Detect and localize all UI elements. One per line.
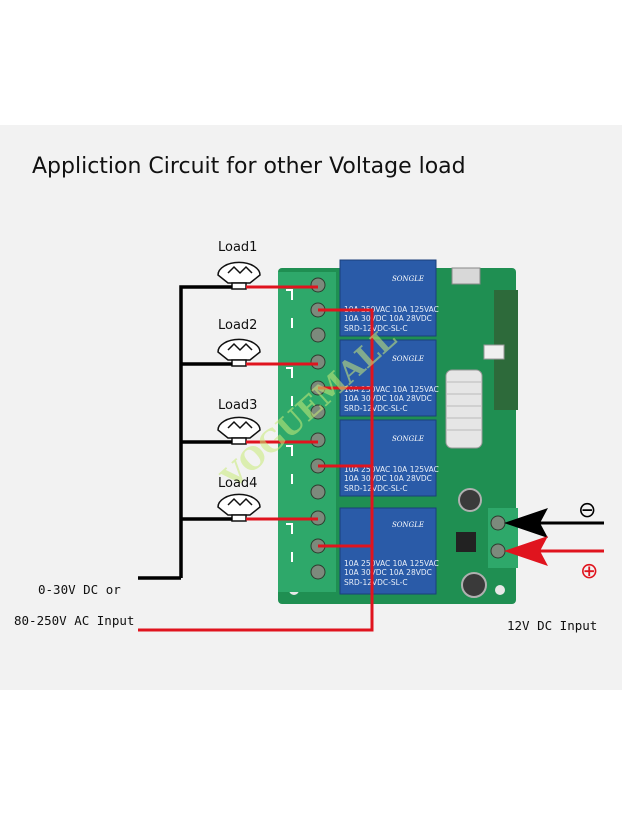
plus-symbol-icon: ⊕ (580, 559, 599, 584)
bulb-icon (217, 338, 261, 367)
relay-rating-ac-3: 10A 250VAC 10A 125VAC (344, 465, 439, 474)
connector (483, 344, 505, 360)
capacitor (458, 488, 482, 512)
load4-label: Load4 (218, 476, 258, 491)
black-wires (138, 285, 232, 580)
load3-label: Load3 (218, 398, 258, 413)
relay-rating-dc-3: 10A 30VDC 10A 28VDC (344, 474, 432, 483)
minus-arrow-icon (504, 508, 604, 538)
relay-brand-2: SONGLE (392, 355, 424, 363)
load2-label: Load2 (218, 318, 258, 333)
terminal-markings (286, 289, 293, 562)
diagram-title: Appliction Circuit for other Voltage loa… (32, 154, 466, 179)
antenna-coil (445, 369, 483, 449)
minus-symbol-icon: ⊖ (578, 498, 597, 523)
relay-model-3: SRD-12VDC-SL-C (344, 484, 408, 493)
red-wires (138, 285, 374, 632)
relay-model-4: SRD-12VDC-SL-C (344, 578, 408, 587)
mount-hole (495, 585, 505, 595)
relay-3 (339, 419, 437, 497)
power-screw-minus (490, 515, 506, 531)
relay-brand-3: SONGLE (392, 435, 424, 443)
relay-model-1: SRD-12VDC-SL-C (344, 324, 408, 333)
bulb-icon (217, 493, 261, 522)
power-screw-plus (490, 543, 506, 559)
terminal-block (278, 272, 336, 592)
capacitor (461, 572, 487, 598)
dc-input-label: 0-30V DC or (38, 582, 121, 597)
power-terminal (488, 508, 518, 568)
relay-2 (339, 339, 437, 417)
chip (456, 532, 476, 552)
relay-rating-ac-1: 10A 250VAC 10A 125VAC (344, 305, 439, 314)
relay-brand-1: SONGLE (392, 275, 424, 283)
power-input-label: 12V DC Input (507, 618, 598, 633)
relay-rating-dc-4: 10A 30VDC 10A 28VDC (344, 568, 432, 577)
push-button (451, 267, 481, 285)
bulb-icon (217, 261, 261, 290)
plus-arrow-icon (504, 536, 604, 566)
relay-brand-4: SONGLE (392, 521, 424, 529)
relay-rating-dc-1: 10A 30VDC 10A 28VDC (344, 314, 432, 323)
relay-model-2: SRD-12VDC-SL-C (344, 404, 408, 413)
relay-4 (339, 507, 437, 595)
ac-input-label: 80-250V AC Input (14, 613, 135, 628)
load1-label: Load1 (218, 240, 258, 255)
relay-rating-ac-2: 10A 250VAC 10A 125VAC (344, 385, 439, 394)
bulb-icon (217, 416, 261, 445)
relay-1 (339, 259, 437, 337)
relay-rating-ac-4: 10A 250VAC 10A 125VAC (344, 559, 439, 568)
relay-rating-dc-2: 10A 30VDC 10A 28VDC (344, 394, 432, 403)
